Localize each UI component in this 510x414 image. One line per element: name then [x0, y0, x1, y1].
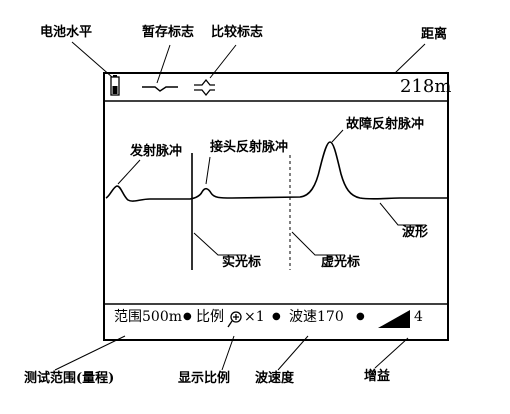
label-solid-cursor: 实光标	[222, 255, 262, 270]
label-fault-reflection: 故障反射脉冲	[346, 117, 425, 132]
status-separator-2: ●	[272, 311, 281, 322]
status-speed: 波速170	[289, 309, 344, 325]
status-separator-1: ●	[183, 311, 192, 322]
temp-mark-icon	[142, 86, 178, 92]
status-scale-value: ×1	[244, 309, 265, 325]
status-range: 范围500m	[114, 309, 182, 325]
callout-compare-mark: 比较标志	[211, 25, 264, 40]
callout-wave-speed: 波速度	[255, 371, 295, 386]
callout-leaders	[54, 41, 426, 371]
compare-mark-icon	[194, 78, 215, 97]
waveform-trace	[105, 141, 447, 202]
zoom-icon	[227, 311, 242, 328]
distance-readout: 218m	[400, 76, 452, 97]
label-waveform: 波形	[402, 225, 429, 240]
callout-gain: 增益	[364, 369, 391, 384]
callout-test-range: 测试范围(量程)	[24, 371, 115, 386]
label-dashed-cursor: 虚光标	[321, 255, 361, 270]
label-transmit-pulse: 发射脉冲	[130, 144, 183, 159]
status-separator-3: ●	[356, 311, 365, 322]
status-scale-label: 比例	[196, 309, 224, 325]
screen-frame	[103, 72, 449, 341]
gain-ramp-icon	[378, 310, 410, 328]
battery-icon	[110, 75, 120, 96]
callout-battery-level: 电池水平	[40, 25, 93, 40]
callout-temp-mark: 暂存标志	[142, 25, 195, 40]
label-joint-reflection: 接头反射脉冲	[210, 140, 289, 155]
status-gain-value: 4	[414, 309, 423, 325]
callout-distance: 距离	[421, 27, 448, 42]
callout-display-scale: 显示比例	[178, 371, 231, 386]
